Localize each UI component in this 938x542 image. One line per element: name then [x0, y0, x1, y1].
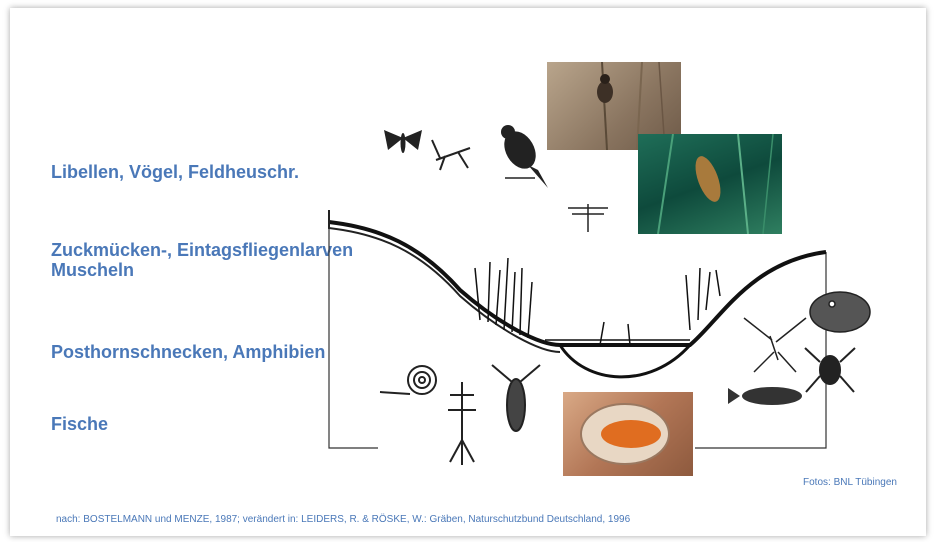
frog-icon — [810, 292, 870, 332]
grasshopper-icon — [432, 140, 470, 170]
bird-icon — [498, 125, 548, 188]
left-bracket — [329, 210, 378, 448]
ditch-bank-profile — [329, 222, 826, 345]
water-louse-icon — [492, 365, 540, 431]
photo-credit: Fotos: BNL Tübingen — [803, 477, 897, 488]
mayfly-larva-icon — [448, 382, 476, 465]
water-strider-icon — [744, 318, 806, 372]
moth-icon — [384, 130, 422, 153]
snail-icon — [380, 366, 436, 394]
spider-icon — [805, 348, 855, 392]
source-credit: nach: BOSTELMANN und MENZE, 1987; veränd… — [56, 514, 630, 525]
left-bank-soil — [329, 210, 560, 352]
reed-vegetation — [475, 258, 720, 345]
ditch-bottom — [560, 345, 690, 377]
fish-icon — [728, 387, 802, 405]
dragonfly-icon — [568, 204, 608, 232]
